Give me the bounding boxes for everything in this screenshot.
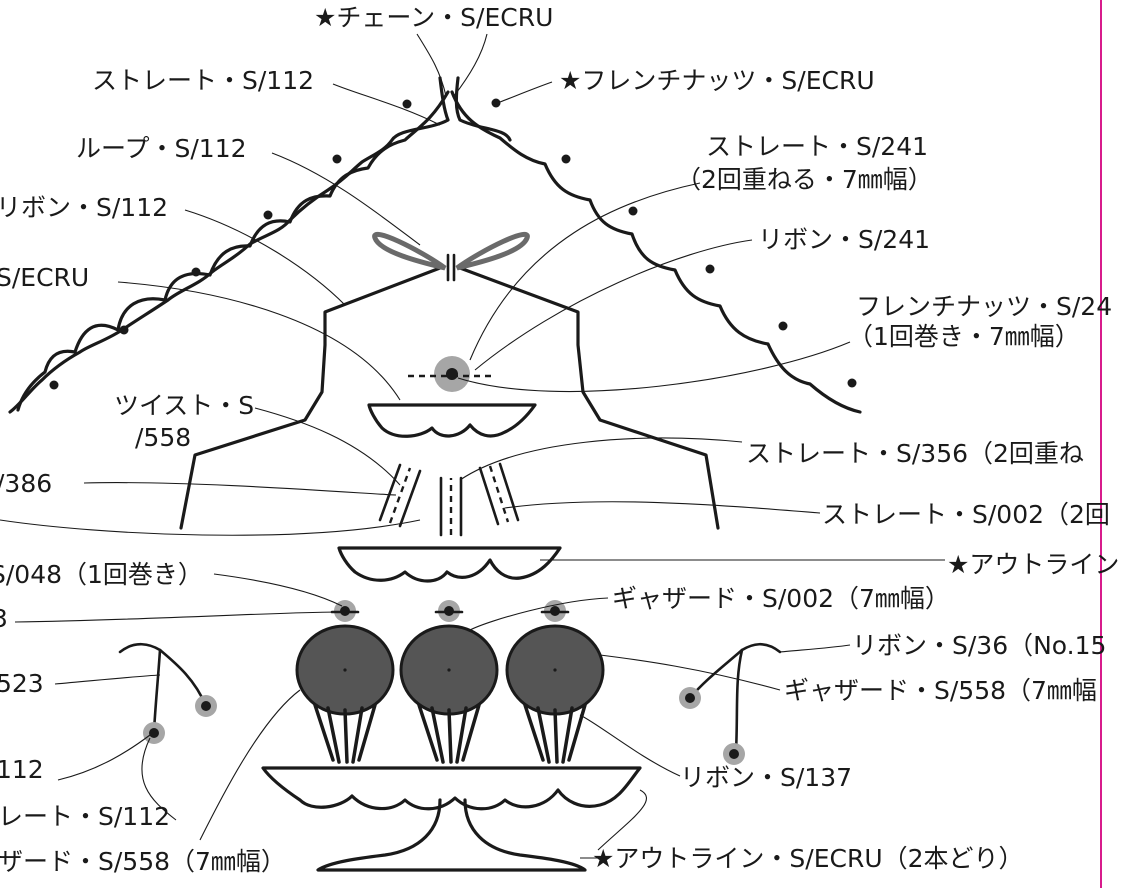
label-cut-3: 3 [0, 604, 8, 633]
label-french-knot-24: フレンチナッツ・S/24 [856, 292, 1112, 321]
french-knot-dots [49, 98, 857, 390]
label-straight-356: ストレート・S/356（2回重ね [746, 439, 1084, 468]
label-straight-112-top: ストレート・S/112 [92, 66, 314, 95]
label-s-386: /386 [0, 469, 52, 498]
label-outline-bottom: ★アウトライン・S/ECRU（2本どり） [592, 844, 1024, 873]
cake-stand [261, 766, 642, 872]
label-straight-241: ストレート・S/241 [706, 132, 928, 161]
bow-loops [372, 231, 530, 271]
label-straight-112-bottom: レート・S/112 [0, 802, 170, 831]
label-ribbon-137: リボン・S/137 [680, 763, 852, 792]
label-straight-002: ストレート・S/002（2回 [822, 500, 1110, 529]
label-straight-241-note: （2回重ねる・7㎜幅） [676, 165, 933, 194]
label-loop-112: ループ・S/112 [76, 134, 247, 163]
label-ribbon-112: リボン・S/112 [0, 193, 168, 222]
cherries-left [118, 642, 217, 744]
label-twist-558-b: /558 [135, 423, 191, 452]
leader-lines [0, 33, 945, 859]
label-gathered-002: ギャザード・S/002（7㎜幅） [612, 584, 950, 613]
tree-body [179, 253, 720, 530]
label-chain-top: ★チェーン・S/ECRU [314, 3, 553, 32]
trunk-stripes [378, 462, 520, 537]
label-s-048: S/048（1回巻き） [0, 560, 203, 589]
cherries-right [679, 642, 782, 765]
label-french-knots-ecru: ★フレンチナッツ・S/ECRU [559, 66, 875, 95]
label-s-112: 112 [0, 755, 44, 784]
label-s-523: 523 [0, 669, 44, 698]
gathered-poms [295, 600, 605, 764]
label-gathered-558-left: ザード・S/558（7㎜幅） [0, 847, 286, 876]
label-twist-558-a: ツイスト・S [114, 391, 254, 420]
label-outline-top: ★アウトライン [947, 550, 1119, 579]
labels: ★チェーン・S/ECRU ストレート・S/112 ★フレンチナッツ・S/ECRU… [0, 3, 1119, 876]
label-s-ecru: S/ECRU [0, 263, 89, 292]
label-ribbon-36: リボン・S/36（No.15 [852, 631, 1106, 660]
center-knot [408, 356, 494, 392]
label-gathered-558-right: ギャザード・S/558（7㎜幅 [784, 676, 1097, 705]
label-french-knot-24-note: （1回巻き・7㎜幅） [848, 322, 1080, 351]
upper-bowl [367, 403, 537, 438]
scalloped-tree-outline [8, 76, 862, 414]
label-ribbon-241: リボン・S/241 [758, 225, 930, 254]
middle-bowl [337, 546, 562, 583]
